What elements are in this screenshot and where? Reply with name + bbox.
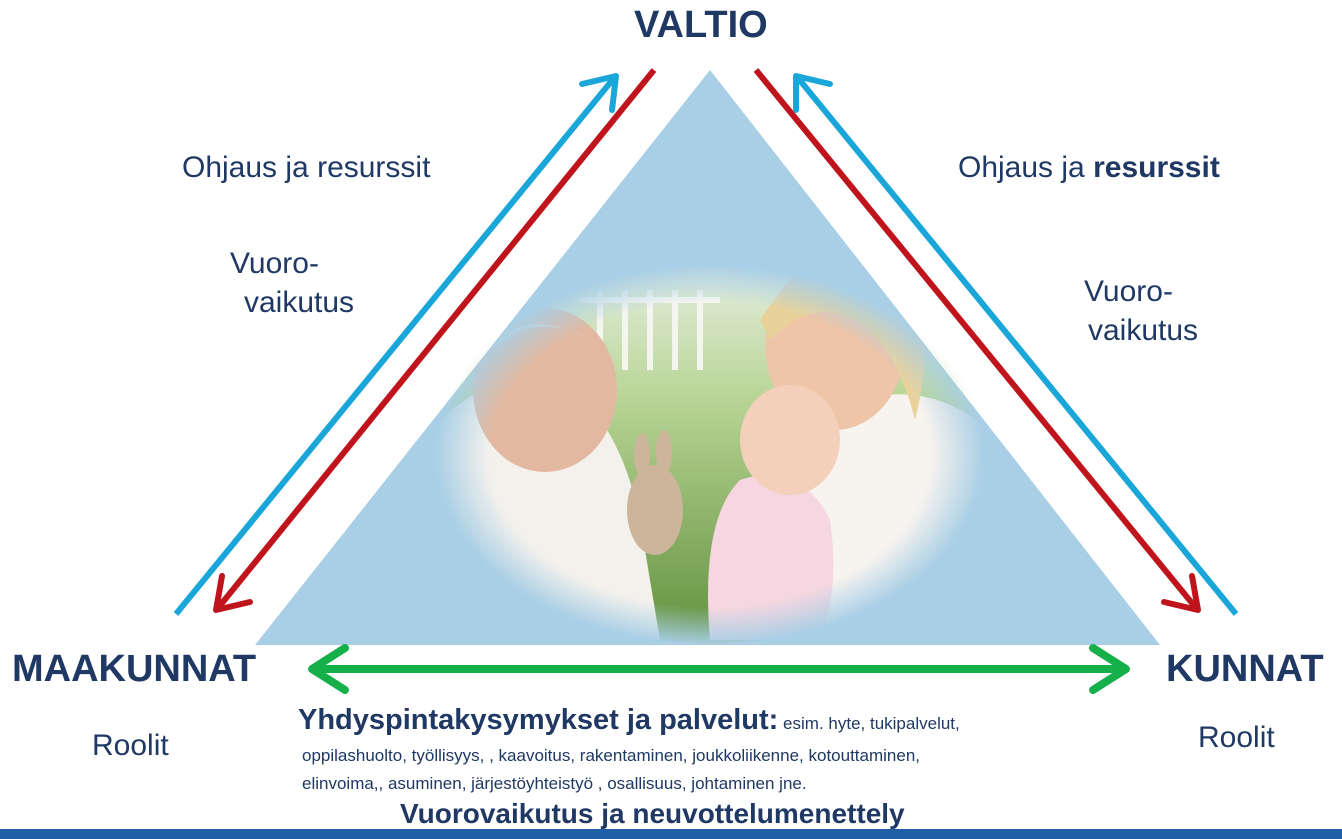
interface-heading: Yhdyspintakysymykset ja palvelut	[298, 704, 769, 736]
right-red-arrow	[753, 68, 1199, 610]
left-interaction-line1: Vuoro-	[230, 247, 319, 280]
right-blue-arrowhead	[793, 73, 833, 113]
interface-heading-line: Yhdyspintakysymykset ja palvelut: esim. …	[298, 704, 960, 737]
right-interaction-label: Vuoro- vaikutus	[1084, 272, 1198, 350]
right-interaction-line1: Vuoro-	[1084, 275, 1173, 308]
bottom-green-arrowhead-right	[1089, 644, 1130, 694]
right-guidance-bold: resurssit	[1093, 151, 1220, 184]
role-label-right: Roolit	[1198, 721, 1275, 754]
right-red-arrowhead	[1161, 573, 1201, 613]
interface-heading-colon: :	[768, 704, 779, 736]
family-photo	[430, 260, 990, 650]
role-label-left: Roolit	[92, 729, 169, 762]
right-guidance-prefix: Ohjaus ja	[958, 151, 1094, 184]
right-guidance-label: Ohjaus ja resurssit	[958, 148, 1220, 187]
bottom-green-arrowhead-left	[308, 644, 349, 694]
left-red-arrowhead	[213, 573, 253, 613]
bottom-accent-bar	[0, 829, 1342, 839]
left-guidance-label: Ohjaus ja resurssit	[182, 151, 431, 184]
interface-examples-line2: oppilashuolto, työllisyys, , kaavoitus, …	[302, 746, 921, 765]
interface-examples-start: esim. hyte, tukipalvelut,	[778, 714, 960, 733]
left-interaction-line2: vaikutus	[244, 286, 355, 319]
negotiation-footer: Vuorovaikutus ja neuvottelumenettely	[400, 798, 905, 829]
node-valtio: VALTIO	[634, 4, 768, 46]
right-blue-arrow	[795, 76, 1239, 616]
interface-examples-line3: elinvoima,, asuminen, järjestöyhteistyö …	[302, 774, 807, 793]
left-interaction-label: Vuoro- vaikutus	[230, 244, 354, 322]
left-red-arrow	[215, 68, 657, 610]
left-blue-arrow	[173, 76, 617, 616]
left-blue-arrowhead	[579, 73, 619, 113]
right-interaction-line2: vaikutus	[1088, 314, 1199, 347]
node-maakunnat: MAAKUNNAT	[12, 648, 257, 690]
node-kunnat: KUNNAT	[1166, 648, 1324, 690]
